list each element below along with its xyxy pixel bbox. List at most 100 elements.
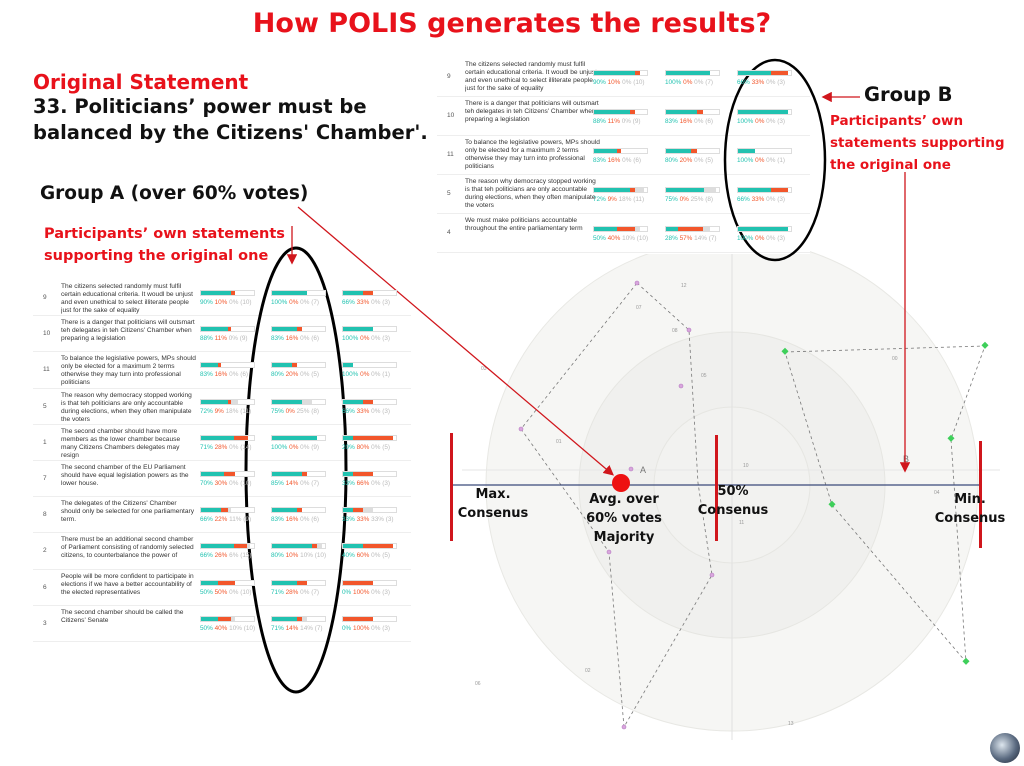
agree-fill (738, 226, 789, 231)
vote-percentages: 83% 16% 0% (6) (271, 516, 333, 523)
pass-fill (635, 226, 640, 231)
vote-bar (737, 108, 792, 115)
vote-percentages: 100% 0% 0% (3) (342, 335, 404, 342)
pass-fill (703, 187, 717, 192)
agree-fill (272, 291, 308, 296)
vote-count: (3) (382, 624, 391, 632)
pass-pct: 0% (371, 407, 381, 415)
vote-cell: 83% 16% 0% (6) (200, 362, 262, 378)
statement-text: There is a danger that politicians will … (61, 319, 195, 343)
statement-number: 10 (447, 112, 455, 120)
agree-fill (666, 148, 692, 153)
statement-id-label: 00 (892, 356, 898, 362)
disagree-pct: 100% (353, 624, 370, 632)
pass-pct: 0% (300, 335, 310, 343)
pass-pct: 25% (296, 407, 310, 415)
vote-count: (10) (240, 480, 252, 488)
disagree-fill (217, 363, 221, 368)
vote-count: (8) (705, 195, 713, 203)
statement-id-label: 05 (701, 373, 707, 379)
vote-percentages: 100% 0% 0% (1) (342, 371, 404, 378)
vote-bar (342, 290, 397, 297)
disagree-pct: 16% (214, 371, 228, 379)
disagree-pct: 33% (356, 299, 370, 307)
vote-percentages: 75% 0% 25% (8) (271, 408, 333, 415)
vote-percentages: 72% 9% 18% (11) (593, 196, 655, 203)
vote-percentages: 0% 100% 0% (3) (342, 625, 404, 632)
vote-percentages: 90% 10% 0% (10) (200, 299, 262, 306)
vote-bar (271, 290, 326, 297)
vote-percentages: 66% 33% 0% (3) (342, 408, 404, 415)
vote-count: (3) (777, 117, 786, 125)
vote-count: (3) (382, 588, 391, 596)
agree-pct: 100% (342, 371, 359, 379)
table-row: 9 The citizens selected randomly must fu… (437, 58, 810, 97)
statement-line-1: 33. Politicians’ power must be (33, 95, 367, 118)
group-a-subtitle-2: supporting the original one (44, 248, 269, 264)
vote-percentages: 50% 40% 10% (10) (200, 625, 262, 632)
vote-count: (9) (239, 335, 248, 343)
vote-bar (593, 108, 648, 115)
vote-cell: 72% 9% 18% (11) (593, 186, 655, 203)
vote-bar (342, 579, 397, 586)
label-line: 50% (717, 484, 749, 499)
vote-cell: 83% 16% 0% (6) (271, 507, 333, 523)
agree-pct: 33% (342, 480, 355, 488)
vote-cell: 83% 16% 0% (6) (593, 147, 655, 164)
table-row: 5 The reason why democracy stopped worki… (33, 389, 411, 425)
disagree-fill (343, 580, 374, 585)
participant-point (634, 280, 640, 286)
disagree-pct: 80% (356, 443, 370, 451)
vote-count: (3) (777, 234, 786, 242)
agree-fill (272, 327, 298, 332)
vote-cell: 80% 20% 0% (5) (271, 362, 333, 378)
vote-cell: 71% 28% 0% (7) (271, 579, 333, 596)
vote-percentages: 80% 20% 0% (5) (271, 371, 333, 378)
vote-count: (5) (705, 156, 713, 164)
label-line: 60% votes (586, 511, 662, 526)
agree-fill (738, 109, 789, 114)
agree-fill (666, 109, 698, 114)
vote-bar (271, 507, 326, 514)
vote-cell: 71% 14% 14% (7) (271, 615, 333, 632)
vote-cell: 83% 16% 0% (6) (271, 326, 333, 342)
participant-point (947, 434, 955, 442)
pass-pct: 14% (694, 234, 707, 242)
statement-text: The citizens selected randomly must fulf… (465, 61, 597, 92)
disagree-pct: 57% (679, 234, 693, 242)
disagree-pct: 14% (285, 480, 299, 488)
vote-cell: 75% 0% 25% (8) (271, 398, 333, 415)
table-row: 4 We must make politicians accountable t… (437, 214, 810, 253)
participant-point (518, 426, 524, 432)
vote-percentages: 100% 0% 0% (3) (737, 235, 799, 242)
vote-count: (7) (311, 299, 320, 307)
agree-pct: 71% (200, 443, 213, 451)
agree-pct: 50% (200, 588, 213, 596)
label-line: Min. (954, 492, 986, 507)
disagree-pct: 40% (607, 234, 621, 242)
vote-bar (200, 507, 255, 514)
vote-percentages: 28% 57% 14% (7) (665, 235, 727, 242)
pass-pct: 0% (228, 335, 238, 343)
vote-bar (271, 434, 326, 441)
table-row: 5 The reason why democracy stopped worki… (437, 175, 810, 214)
vote-cell: 33% 66% 0% (3) (342, 471, 404, 487)
pass-fill (634, 187, 644, 192)
statement-id-label: 01 (556, 439, 562, 445)
pass-pct: 0% (229, 371, 239, 379)
vote-cell: 50% 40% 10% (10) (200, 615, 262, 632)
vote-count: (9) (243, 516, 252, 524)
vote-percentages: 20% 80% 0% (5) (342, 444, 404, 451)
disagree-pct: 50% (214, 588, 228, 596)
vote-cell: 50% 50% 0% (10) (200, 579, 262, 596)
agree-pct: 72% (200, 407, 213, 415)
pass-pct: 0% (300, 480, 310, 488)
disagree-fill (352, 508, 363, 513)
vote-count: (14) (240, 443, 252, 451)
agree-fill (343, 472, 353, 477)
vote-cell: 90% 10% 0% (10) (593, 69, 655, 86)
half-consensus-label: 50%Consenus (693, 482, 773, 520)
disagree-fill (363, 544, 394, 549)
pass-pct: 0% (300, 443, 310, 451)
vote-percentages: 71% 28% 0% (14) (200, 444, 262, 451)
